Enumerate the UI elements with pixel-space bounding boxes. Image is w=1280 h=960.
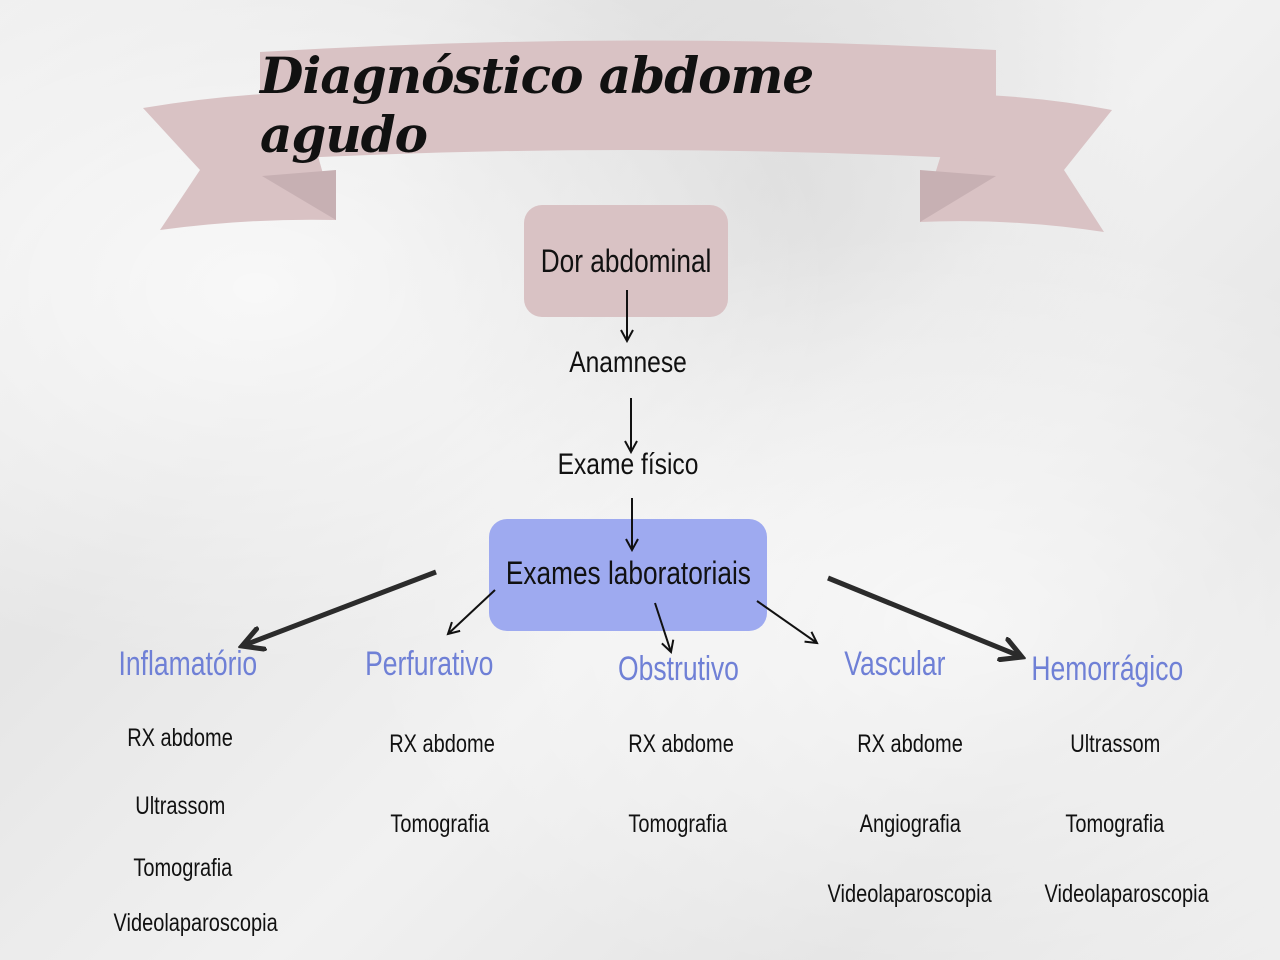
- category-obstrutivo: Obstrutivo: [617, 650, 739, 688]
- lab-exams-node-box: Exames laboratoriais: [489, 519, 767, 631]
- step-anamnese: Anamnese: [569, 346, 687, 379]
- start-node-label: Dor abdominal: [540, 242, 712, 279]
- category-hemorragico: Hemorrágico: [1031, 650, 1183, 688]
- exam-item: RX abdome: [628, 730, 734, 758]
- exam-item: RX abdome: [389, 730, 495, 758]
- arrow-to-hemorragico: [827, 575, 1022, 657]
- exam-item: Tomografia: [390, 810, 490, 838]
- exam-item: Ultrassom: [1069, 730, 1160, 758]
- exam-item: Tomografia: [1065, 810, 1165, 838]
- exam-item: Ultrassom: [134, 792, 225, 820]
- category-inflamatorio: Inflamatório: [118, 645, 258, 683]
- exam-item: Videolaparoscopia: [1044, 880, 1210, 908]
- arrow-to-perfurativo: [448, 589, 496, 634]
- exam-item: Angiografia: [859, 810, 961, 838]
- arrow-to-obstrutivo: [654, 602, 671, 652]
- exam-item: Tomografia: [628, 810, 728, 838]
- exam-item: RX abdome: [857, 730, 963, 758]
- arrow-to-inflamatorio: [242, 569, 437, 646]
- category-perfurativo: Perfurativo: [364, 645, 494, 683]
- exam-item: Videolaparoscopia: [113, 909, 279, 937]
- exam-item: Videolaparoscopia: [827, 880, 993, 908]
- arrow-to-vascular: [756, 600, 817, 643]
- category-vascular: Vascular: [844, 645, 946, 683]
- exam-item: Tomografia: [133, 854, 233, 882]
- lab-exams-node-label: Exames laboratoriais: [505, 555, 751, 591]
- exam-item: RX abdome: [127, 724, 233, 752]
